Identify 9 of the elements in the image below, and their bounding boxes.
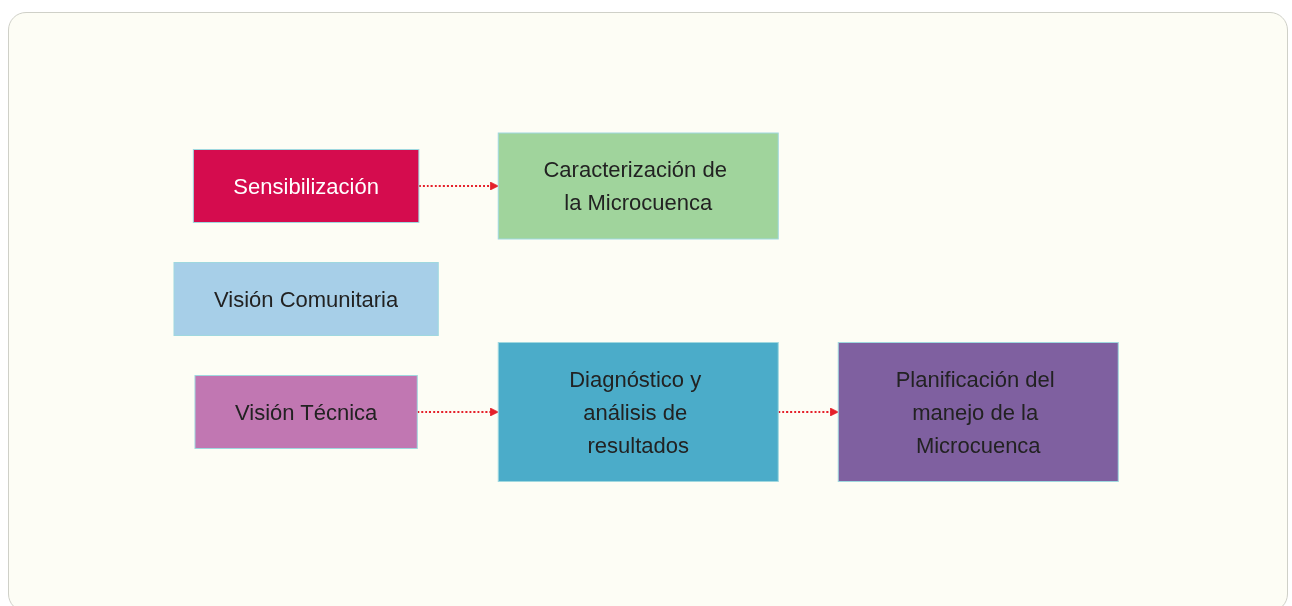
node-box: Visión Comunitaria [173,261,439,336]
arrow [417,181,499,191]
node-box: Diagnóstico y análisis de resultados [497,341,779,482]
arrow [777,407,839,417]
node-box: Visión Técnica [194,374,418,449]
node-box: Planificación del manejo de la Microcuenca [837,341,1119,482]
node-box: Sensibilización [192,148,420,223]
node-box: Caracterización de la Microcuenca [497,132,779,240]
arrow [416,407,499,417]
